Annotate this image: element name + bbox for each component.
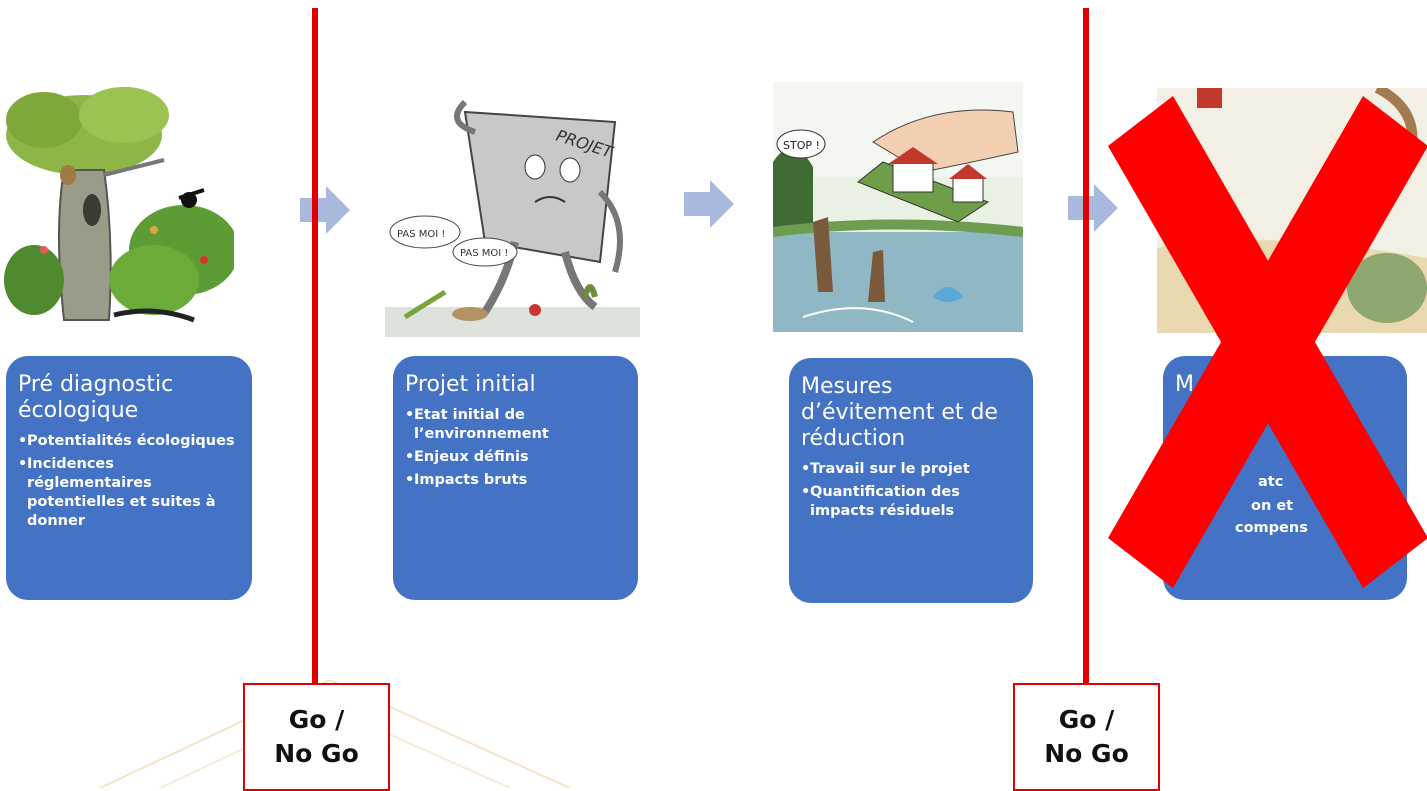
- go-no-go-box-2: Go / No Go: [1013, 683, 1160, 791]
- pas-moi-bubble-1: PAS MOI !: [397, 229, 445, 240]
- step-mesures: Mesures d’évitement et de réduction Trav…: [789, 358, 1033, 603]
- stop-hand-illustration: STOP !: [773, 82, 1023, 332]
- step-bullet: Quantification des impacts résiduels: [801, 483, 1021, 521]
- step-bullet-fragment: atc: [1258, 474, 1284, 490]
- stop-bubble: STOP !: [783, 139, 820, 152]
- step-bullet: Travail sur le projet: [801, 460, 1021, 479]
- step-bullet-fragment: on et: [1251, 498, 1294, 514]
- pas-moi-bubble-2: PAS MOI !: [460, 248, 508, 259]
- step-bullet: Potentialités écologiques: [18, 432, 240, 451]
- step-title: Projet initial: [405, 372, 536, 397]
- cross-icon: [1108, 96, 1427, 588]
- step-bullet: Incidences réglementaires potentielles e…: [18, 455, 240, 531]
- gate-line1: Go /: [288, 705, 345, 734]
- gate-line-2: [1083, 8, 1089, 684]
- gate-line-1: [312, 8, 318, 684]
- projet-character-illustration: PROJET PAS MOI ! PAS MOI !: [385, 92, 640, 337]
- step-title-fragment: M: [1175, 372, 1194, 397]
- chevron-right-icon: [684, 180, 734, 228]
- step-bullet: Impacts bruts: [405, 471, 626, 490]
- step-title: Pré diagnostic écologique: [18, 372, 174, 423]
- step-projet-initial: Projet initial Etat initial de l’environ…: [393, 356, 638, 600]
- ecology-tree-illustration: [4, 80, 234, 330]
- chevron-right-icon: [1068, 184, 1118, 232]
- gate-line2: No Go: [274, 739, 359, 768]
- step-title: Mesures d’évitement et de réduction: [801, 374, 998, 451]
- go-no-go-box-1: Go / No Go: [243, 683, 390, 791]
- gate-line1: Go /: [1058, 705, 1115, 734]
- step-pre-diagnostic: Pré diagnostic écologique Potentialités …: [6, 356, 252, 600]
- step-bullet: Etat initial de l’environnement: [405, 406, 626, 444]
- chevron-right-icon: [300, 186, 350, 234]
- step-bullet-fragment: compens: [1235, 520, 1308, 536]
- step-bullet: Enjeux définis: [405, 448, 626, 467]
- gate-line2: No Go: [1044, 739, 1129, 768]
